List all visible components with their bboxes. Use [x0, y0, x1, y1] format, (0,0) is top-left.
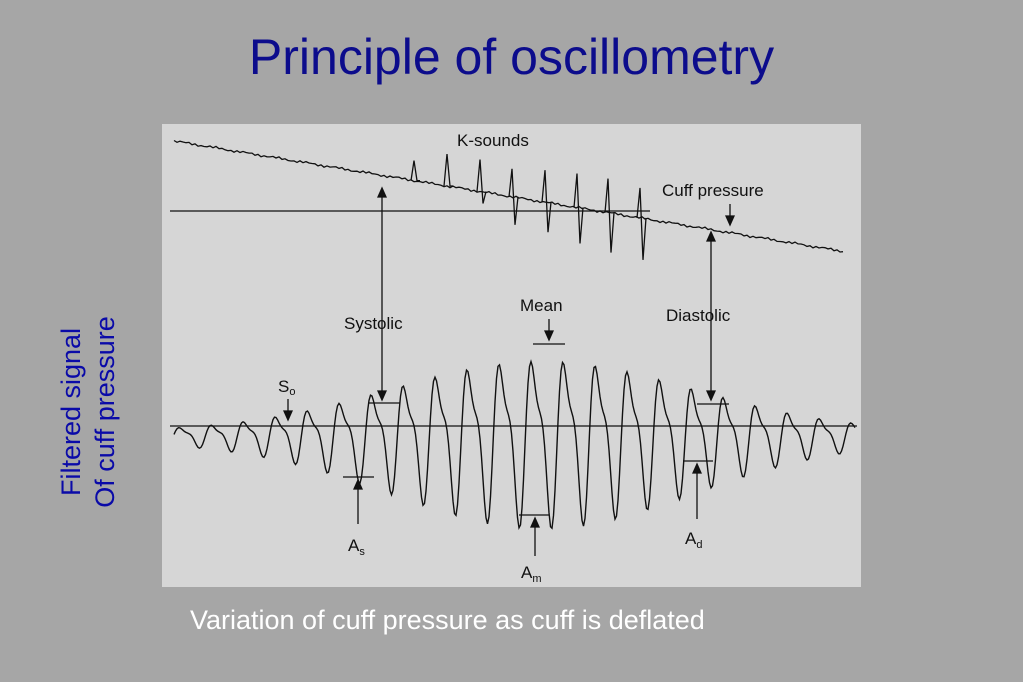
cuff-pressure-marker — [724, 204, 736, 227]
k-sounds-label: K-sounds — [457, 131, 529, 150]
oscillation-trace — [173, 359, 856, 531]
mean-label: Mean — [520, 296, 563, 315]
diastolic-label: Diastolic — [666, 306, 731, 325]
diastolic-marker — [697, 230, 729, 405]
systolic-label: Systolic — [344, 314, 403, 333]
k-sounds-trace — [410, 153, 647, 260]
slide-caption: Variation of cuff pressure as cuff is de… — [190, 605, 705, 635]
a-d-marker — [683, 460, 713, 519]
a-m-marker — [519, 514, 549, 556]
s-o-label: So — [278, 377, 295, 398]
systolic-marker — [368, 186, 400, 404]
a-s-marker — [343, 476, 374, 524]
a-d-label: Ad — [685, 529, 702, 551]
side-axis-label: Filtered signal Of cuff pressure — [54, 282, 122, 542]
side-label-line-1: Filtered signal — [56, 327, 86, 497]
mean-marker — [533, 319, 565, 345]
s-o-marker — [282, 399, 294, 422]
a-s-label: As — [348, 536, 365, 558]
oscillometry-figure: K-sounds Cuff pressure Systolic Mean Dia… — [162, 124, 861, 587]
slide-title: Principle of oscillometry — [248, 29, 775, 85]
cuff-pressure-label: Cuff pressure — [662, 181, 764, 200]
side-label-line-2: Of cuff pressure — [90, 316, 120, 508]
a-m-label: Am — [521, 563, 542, 585]
oscillometry-diagram: K-sounds Cuff pressure Systolic Mean Dia… — [170, 131, 857, 585]
